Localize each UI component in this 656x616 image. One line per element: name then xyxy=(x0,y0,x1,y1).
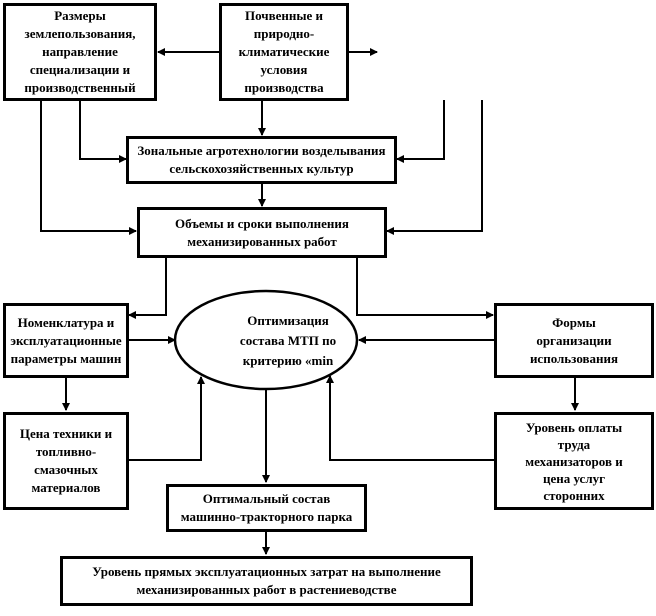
arrow-right-to-zonal xyxy=(396,100,445,163)
box-land-use: Размеры землепользования, направление сп… xyxy=(3,3,157,101)
box-nomenclature: Номенклатура и эксплуатационные параметр… xyxy=(3,303,129,378)
box-wages: Уровень оплаты труда механизаторов и цен… xyxy=(494,412,654,510)
box-price: Цена техники и топливно- смазочных матер… xyxy=(3,412,129,510)
box-forms: Формы организации использования xyxy=(494,303,654,378)
arrow-wages-to-opt xyxy=(326,375,494,461)
box-zonal-agrotech: Зональные агротехнологии возделывания се… xyxy=(126,136,397,184)
arrow-price-to-opt xyxy=(128,376,205,461)
box-label: Формы организации использования xyxy=(529,314,619,366)
box-label: Объемы и сроки выполнения механизированн… xyxy=(175,215,349,249)
arrow-volumes-to-forms xyxy=(356,257,494,319)
box-label: Цена техники и топливно- смазочных матер… xyxy=(19,426,113,495)
box-label: Размеры землепользования, направление сп… xyxy=(24,8,136,95)
optimization-ellipse xyxy=(173,289,359,391)
box-optimal-fleet: Оптимальный состав машинно-тракторного п… xyxy=(166,484,367,532)
arrow-landuse-to-volumes xyxy=(40,100,137,235)
box-label: Оптимальный состав машинно-тракторного п… xyxy=(180,491,353,524)
box-label: Номенклатура и эксплуатационные параметр… xyxy=(10,314,122,366)
optimization-label: Оптимизация состава МТП по критерию «min xyxy=(218,292,358,390)
arrow-landuse-to-zonal xyxy=(79,100,127,163)
box-label: Зональные агротехнологии возделывания се… xyxy=(137,143,386,176)
box-label: Уровень прямых эксплуатационных затрат н… xyxy=(92,564,441,597)
box-label: Уровень оплаты труда механизаторов и цен… xyxy=(525,419,623,503)
box-soil-climate: Почвенные и природно-климатические услов… xyxy=(219,3,349,101)
box-label: Почвенные и природно-климатические услов… xyxy=(238,8,330,95)
arrow-right-to-volumes xyxy=(386,100,483,235)
arrow-volumes-to-nomenclature xyxy=(128,257,167,319)
box-volumes: Объемы и сроки выполнения механизированн… xyxy=(137,207,387,258)
box-direct-costs: Уровень прямых эксплуатационных затрат н… xyxy=(60,556,473,606)
ellipse-label: Оптимизация состава МТП по критерию «min xyxy=(239,313,337,368)
